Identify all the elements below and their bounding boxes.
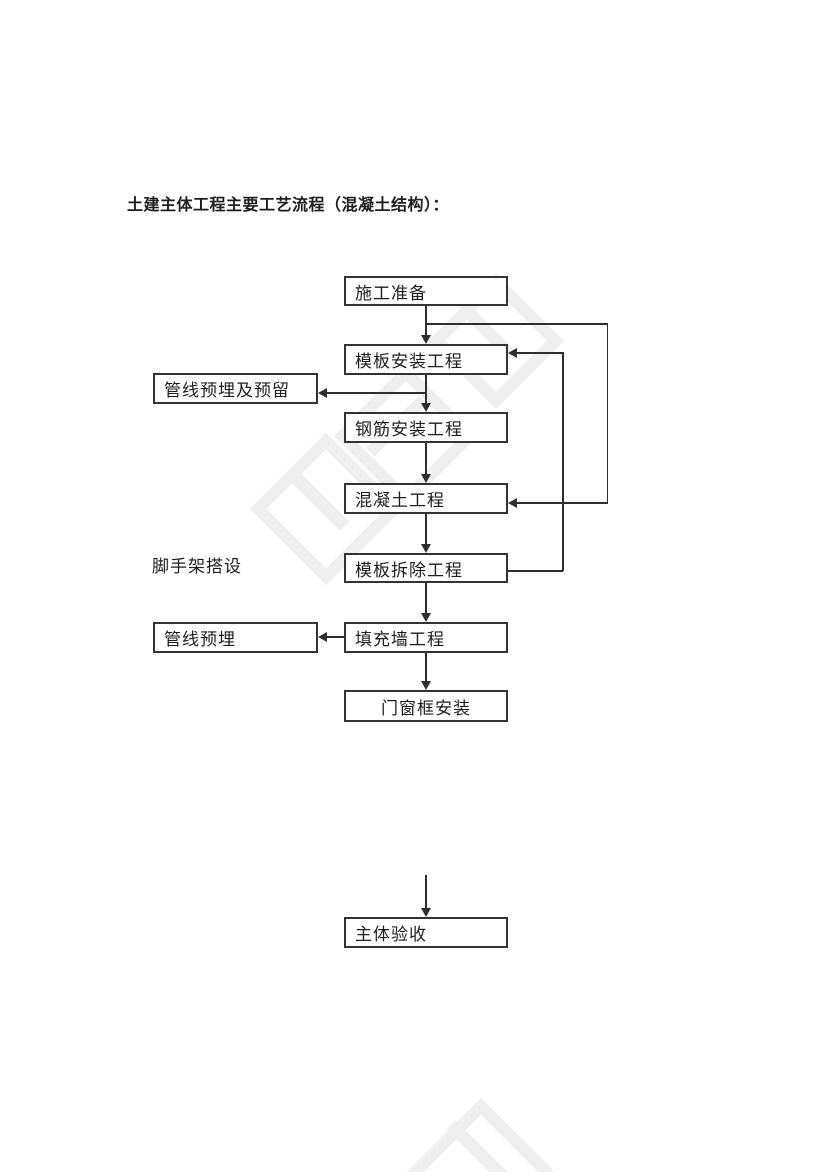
flow-box-concrete-works: 混凝土工程: [344, 483, 508, 514]
connector-line: [517, 352, 563, 354]
flow-box-label: 管线预埋: [164, 630, 236, 650]
connector-line: [425, 306, 427, 335]
arrow-left-icon: [318, 632, 327, 642]
connector-line: [425, 653, 427, 681]
flow-box-label: 模板安装工程: [355, 352, 463, 372]
arrow-down-icon: [421, 681, 431, 690]
connector-line: [327, 636, 344, 638]
flow-box-infill-wall-works: 填充墙工程: [344, 622, 508, 653]
flow-box-label: 填充墙工程: [355, 630, 445, 650]
connector-line: [425, 323, 608, 325]
page-title: 土建主体工程主要工艺流程（混凝土结构）：: [127, 195, 450, 214]
connector-line: [562, 352, 564, 571]
arrow-left-icon: [318, 388, 327, 398]
arrow-down-icon: [421, 544, 431, 553]
flow-box-label: 主体验收: [355, 925, 427, 945]
connector-line: [327, 392, 426, 394]
flow-box-label: 管线预埋及预留: [164, 381, 290, 401]
flow-box-rebar-installation: 钢筋安装工程: [344, 412, 508, 443]
connector-line: [507, 570, 563, 572]
connector-line: [606, 323, 608, 503]
arrow-left-icon: [508, 348, 517, 358]
flow-box-label: 钢筋安装工程: [355, 420, 463, 440]
connector-line: [425, 443, 427, 474]
arrow-down-icon: [421, 474, 431, 483]
connector-line: [425, 875, 427, 908]
connector-line: [425, 375, 427, 403]
flow-box-pipeline-embed: 管线预埋: [153, 622, 318, 653]
connector-line: [425, 583, 427, 613]
scaffolding-label: 脚手架搭设: [152, 557, 242, 577]
flow-box-label: 施工准备: [355, 283, 427, 304]
flow-box-construction-preparation: 施工准备: [344, 276, 508, 306]
flow-box-label: 门窗框安装: [381, 698, 471, 719]
arrow-down-icon: [421, 613, 431, 622]
arrow-down-icon: [421, 908, 431, 917]
connector-line: [425, 514, 427, 544]
flow-box-formwork-installation: 模板安装工程: [344, 344, 508, 375]
flow-box-formwork-removal: 模板拆除工程: [344, 553, 508, 583]
flow-box-label: 模板拆除工程: [355, 560, 463, 581]
arrow-down-icon: [421, 403, 431, 412]
flow-box-door-window-frame-install: 门窗框安装: [344, 690, 508, 722]
flow-box-label: 混凝土工程: [355, 491, 445, 511]
arrow-down-icon: [421, 335, 431, 344]
flow-box-pipeline-embed-reserve: 管线预埋及预留: [153, 373, 318, 404]
flow-box-main-structure-acceptance: 主体验收: [344, 917, 508, 948]
arrow-left-icon: [508, 498, 517, 508]
